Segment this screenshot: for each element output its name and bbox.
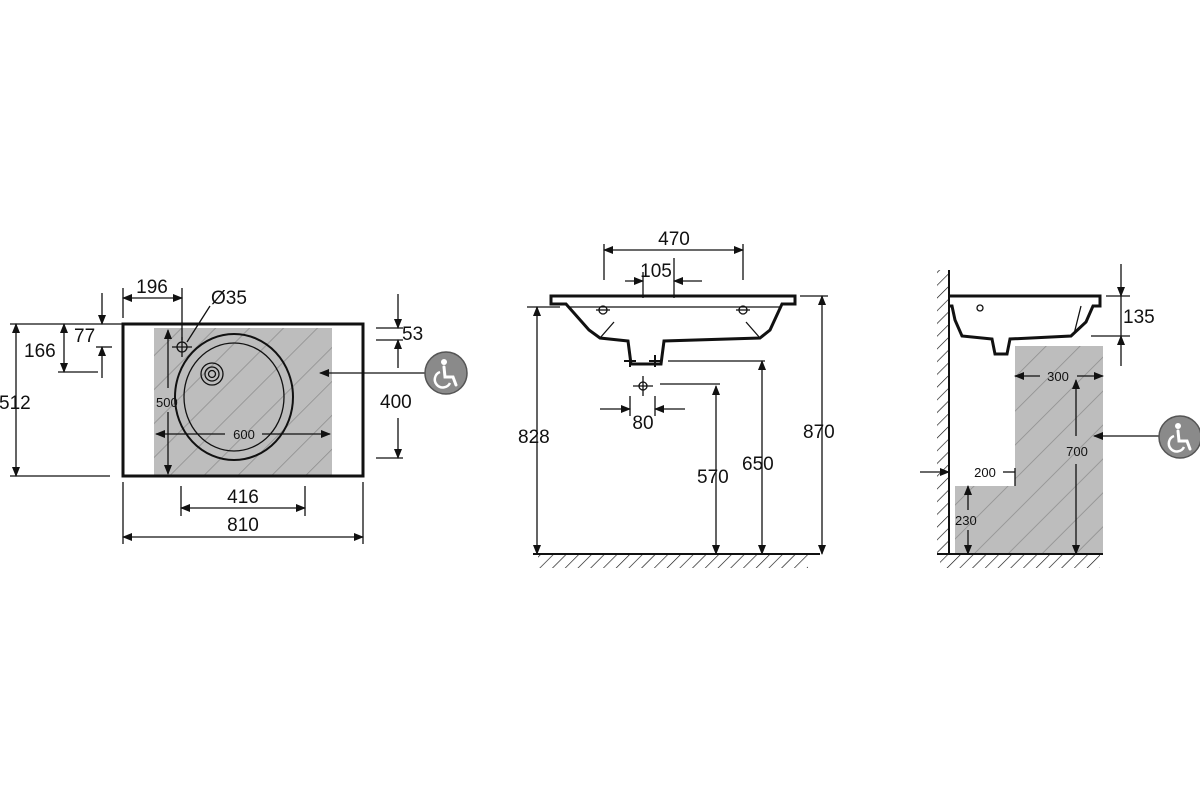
wheelchair-icon [424, 351, 468, 395]
bowl-outer [174, 333, 294, 461]
side-view: 135 300 700 200 230 [920, 264, 1160, 568]
dim-230: 230 [955, 513, 977, 528]
side-floor-hatch [940, 554, 1100, 568]
dim-570: 570 [697, 467, 729, 488]
basin-outline [121, 322, 365, 478]
dim-300: 300 [1047, 369, 1069, 384]
dim-dia35: Ø35 [211, 288, 247, 309]
dim-600: 600 [233, 427, 255, 442]
drain-outer [200, 362, 224, 386]
drain-mid [204, 366, 220, 382]
top-view: 196 Ø35 77 166 512 53 400 500 600 [0, 277, 425, 544]
accessibility-zone-hatch [154, 328, 332, 476]
dim-196: 196 [136, 277, 168, 298]
floor-hatch [538, 554, 808, 568]
basin-profile [549, 294, 797, 366]
dim-77: 77 [74, 326, 95, 347]
dim-400: 400 [380, 392, 412, 413]
dim-80: 80 [632, 413, 653, 434]
dim-135: 135 [1123, 307, 1155, 328]
wheelchair-icon [1158, 415, 1200, 459]
dim-870: 870 [803, 422, 835, 443]
supply-points [624, 355, 661, 396]
dim-810: 810 [227, 515, 259, 536]
wall-hatch [937, 270, 949, 554]
dim-650: 650 [742, 454, 774, 475]
dim-416: 416 [227, 487, 259, 508]
dim-500: 500 [156, 395, 178, 410]
dim-105: 105 [640, 261, 672, 282]
front-view: 470 105 80 828 570 650 870 [518, 229, 835, 568]
dim-200: 200 [974, 465, 996, 480]
dim-470: 470 [658, 229, 690, 250]
bowl-inner [183, 342, 285, 452]
dim-512: 512 [0, 393, 31, 414]
side-basin-profile [949, 294, 1102, 356]
drain-inner [207, 369, 217, 379]
dim-53: 53 [402, 324, 423, 345]
dim-700: 700 [1066, 444, 1088, 459]
dim-828: 828 [518, 427, 550, 448]
dim-166: 166 [24, 341, 56, 362]
